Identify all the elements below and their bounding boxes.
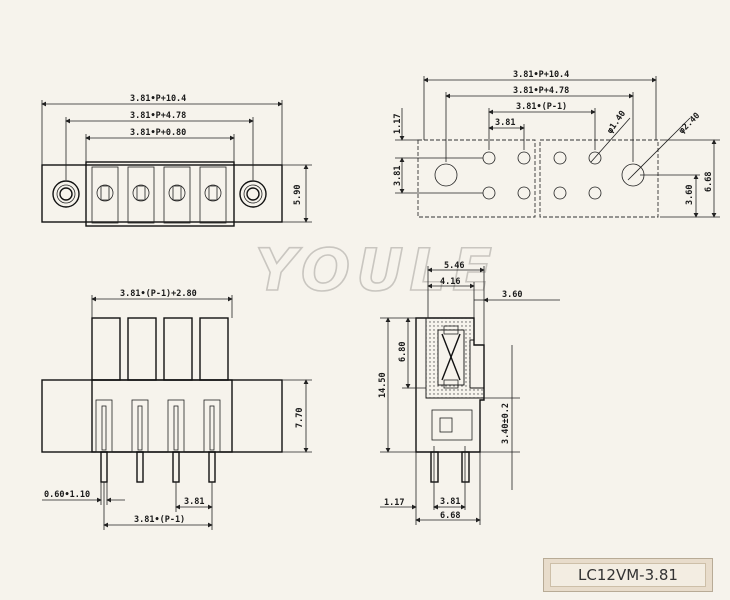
side-view-pin <box>461 451 470 483</box>
side-dim-4-16: 4.16 <box>440 277 460 287</box>
pcb-dim-6-68: 6.68 <box>704 172 714 192</box>
pcb-dim-hole-small: φ1.40 <box>605 109 628 136</box>
pcb-dim-pitch: 3.81 <box>495 118 515 128</box>
side-dim-14-50: 14.50 <box>378 372 388 398</box>
side-view: 5.46 4.16 3.60 6.80 14.50 3.40±0.2 1.17 … <box>378 261 560 525</box>
pcb-outline-left <box>417 139 536 218</box>
top-dim-overall: 3.81•P+10.4 <box>130 94 186 104</box>
front-dim-top: 3.81•(P-1)+2.80 <box>120 289 197 299</box>
side-view-pin <box>430 451 439 483</box>
front-view-body <box>91 379 233 453</box>
pcb-dim-offset: 1.17 <box>393 114 403 134</box>
pcb-outline-right <box>539 139 659 218</box>
side-dim-3-60: 3.60 <box>502 290 522 300</box>
model-label: LC12VM-3.81 <box>550 563 706 587</box>
top-dim-mid: 3.81•P+4.78 <box>130 111 186 121</box>
top-view-body <box>85 161 235 227</box>
front-view-housing <box>91 317 121 381</box>
side-dim-1-17: 1.17 <box>384 498 404 508</box>
front-view-pin <box>203 399 221 483</box>
top-view-terminal <box>199 166 227 224</box>
pcb-dim-mid: 3.81•P+4.78 <box>513 86 569 96</box>
pcb-dim-pitch-total: 3.81•(P-1) <box>516 102 567 112</box>
front-view-housing <box>163 317 193 381</box>
side-dim-3-81: 3.81 <box>440 497 460 507</box>
top-view-terminal <box>163 166 191 224</box>
front-dim-height: 7.70 <box>295 408 305 428</box>
front-view-housing <box>199 317 229 381</box>
top-view-flange <box>41 164 283 223</box>
pcb-layout: 3.81•P+10.4 3.81•P+4.78 3.81•(P-1) 3.81 … <box>393 70 720 218</box>
top-dim-height: 5.90 <box>293 185 303 205</box>
front-view-housing <box>127 317 157 381</box>
front-view-flange <box>41 379 283 453</box>
right-screw-hole <box>239 180 267 208</box>
pcb-dim-3-60: 3.60 <box>685 185 695 205</box>
front-view-pin <box>167 399 185 483</box>
front-view: 3.81•(P-1)+2.80 7.70 0.60•1.10 3.81 3.81… <box>41 289 312 530</box>
front-view-pin <box>131 399 149 483</box>
left-screw-hole <box>52 180 80 208</box>
pcb-dim-overall: 3.81•P+10.4 <box>513 70 569 80</box>
pcb-pin-holes <box>482 151 602 200</box>
front-dim-pin: 0.60•1.10 <box>44 490 90 500</box>
side-dim-6-68: 6.68 <box>440 511 460 521</box>
front-view-pin <box>95 399 113 483</box>
model-label-box: LC12VM-3.81 <box>543 558 713 592</box>
pcb-dim-row: 3.81 <box>393 166 403 186</box>
top-view-terminal <box>127 166 155 224</box>
top-view: 3.81•P+10.4 3.81•P+4.78 3.81•P+0.80 5.90 <box>41 94 312 227</box>
side-dim-3-40: 3.40±0.2 <box>501 403 511 444</box>
top-view-terminal <box>91 166 119 224</box>
side-dim-6-80: 6.80 <box>398 342 408 362</box>
side-view-lower-block <box>431 409 473 441</box>
front-dim-pitch: 3.81 <box>184 497 204 507</box>
side-dim-5-46: 5.46 <box>444 261 464 271</box>
front-dim-bottom: 3.81•(P-1) <box>134 515 185 525</box>
pcb-dim-hole-large: φ2.40 <box>677 111 702 136</box>
side-view-spring <box>441 333 461 381</box>
pcb-mount-hole <box>434 163 458 187</box>
top-dim-inner: 3.81•P+0.80 <box>130 128 186 138</box>
